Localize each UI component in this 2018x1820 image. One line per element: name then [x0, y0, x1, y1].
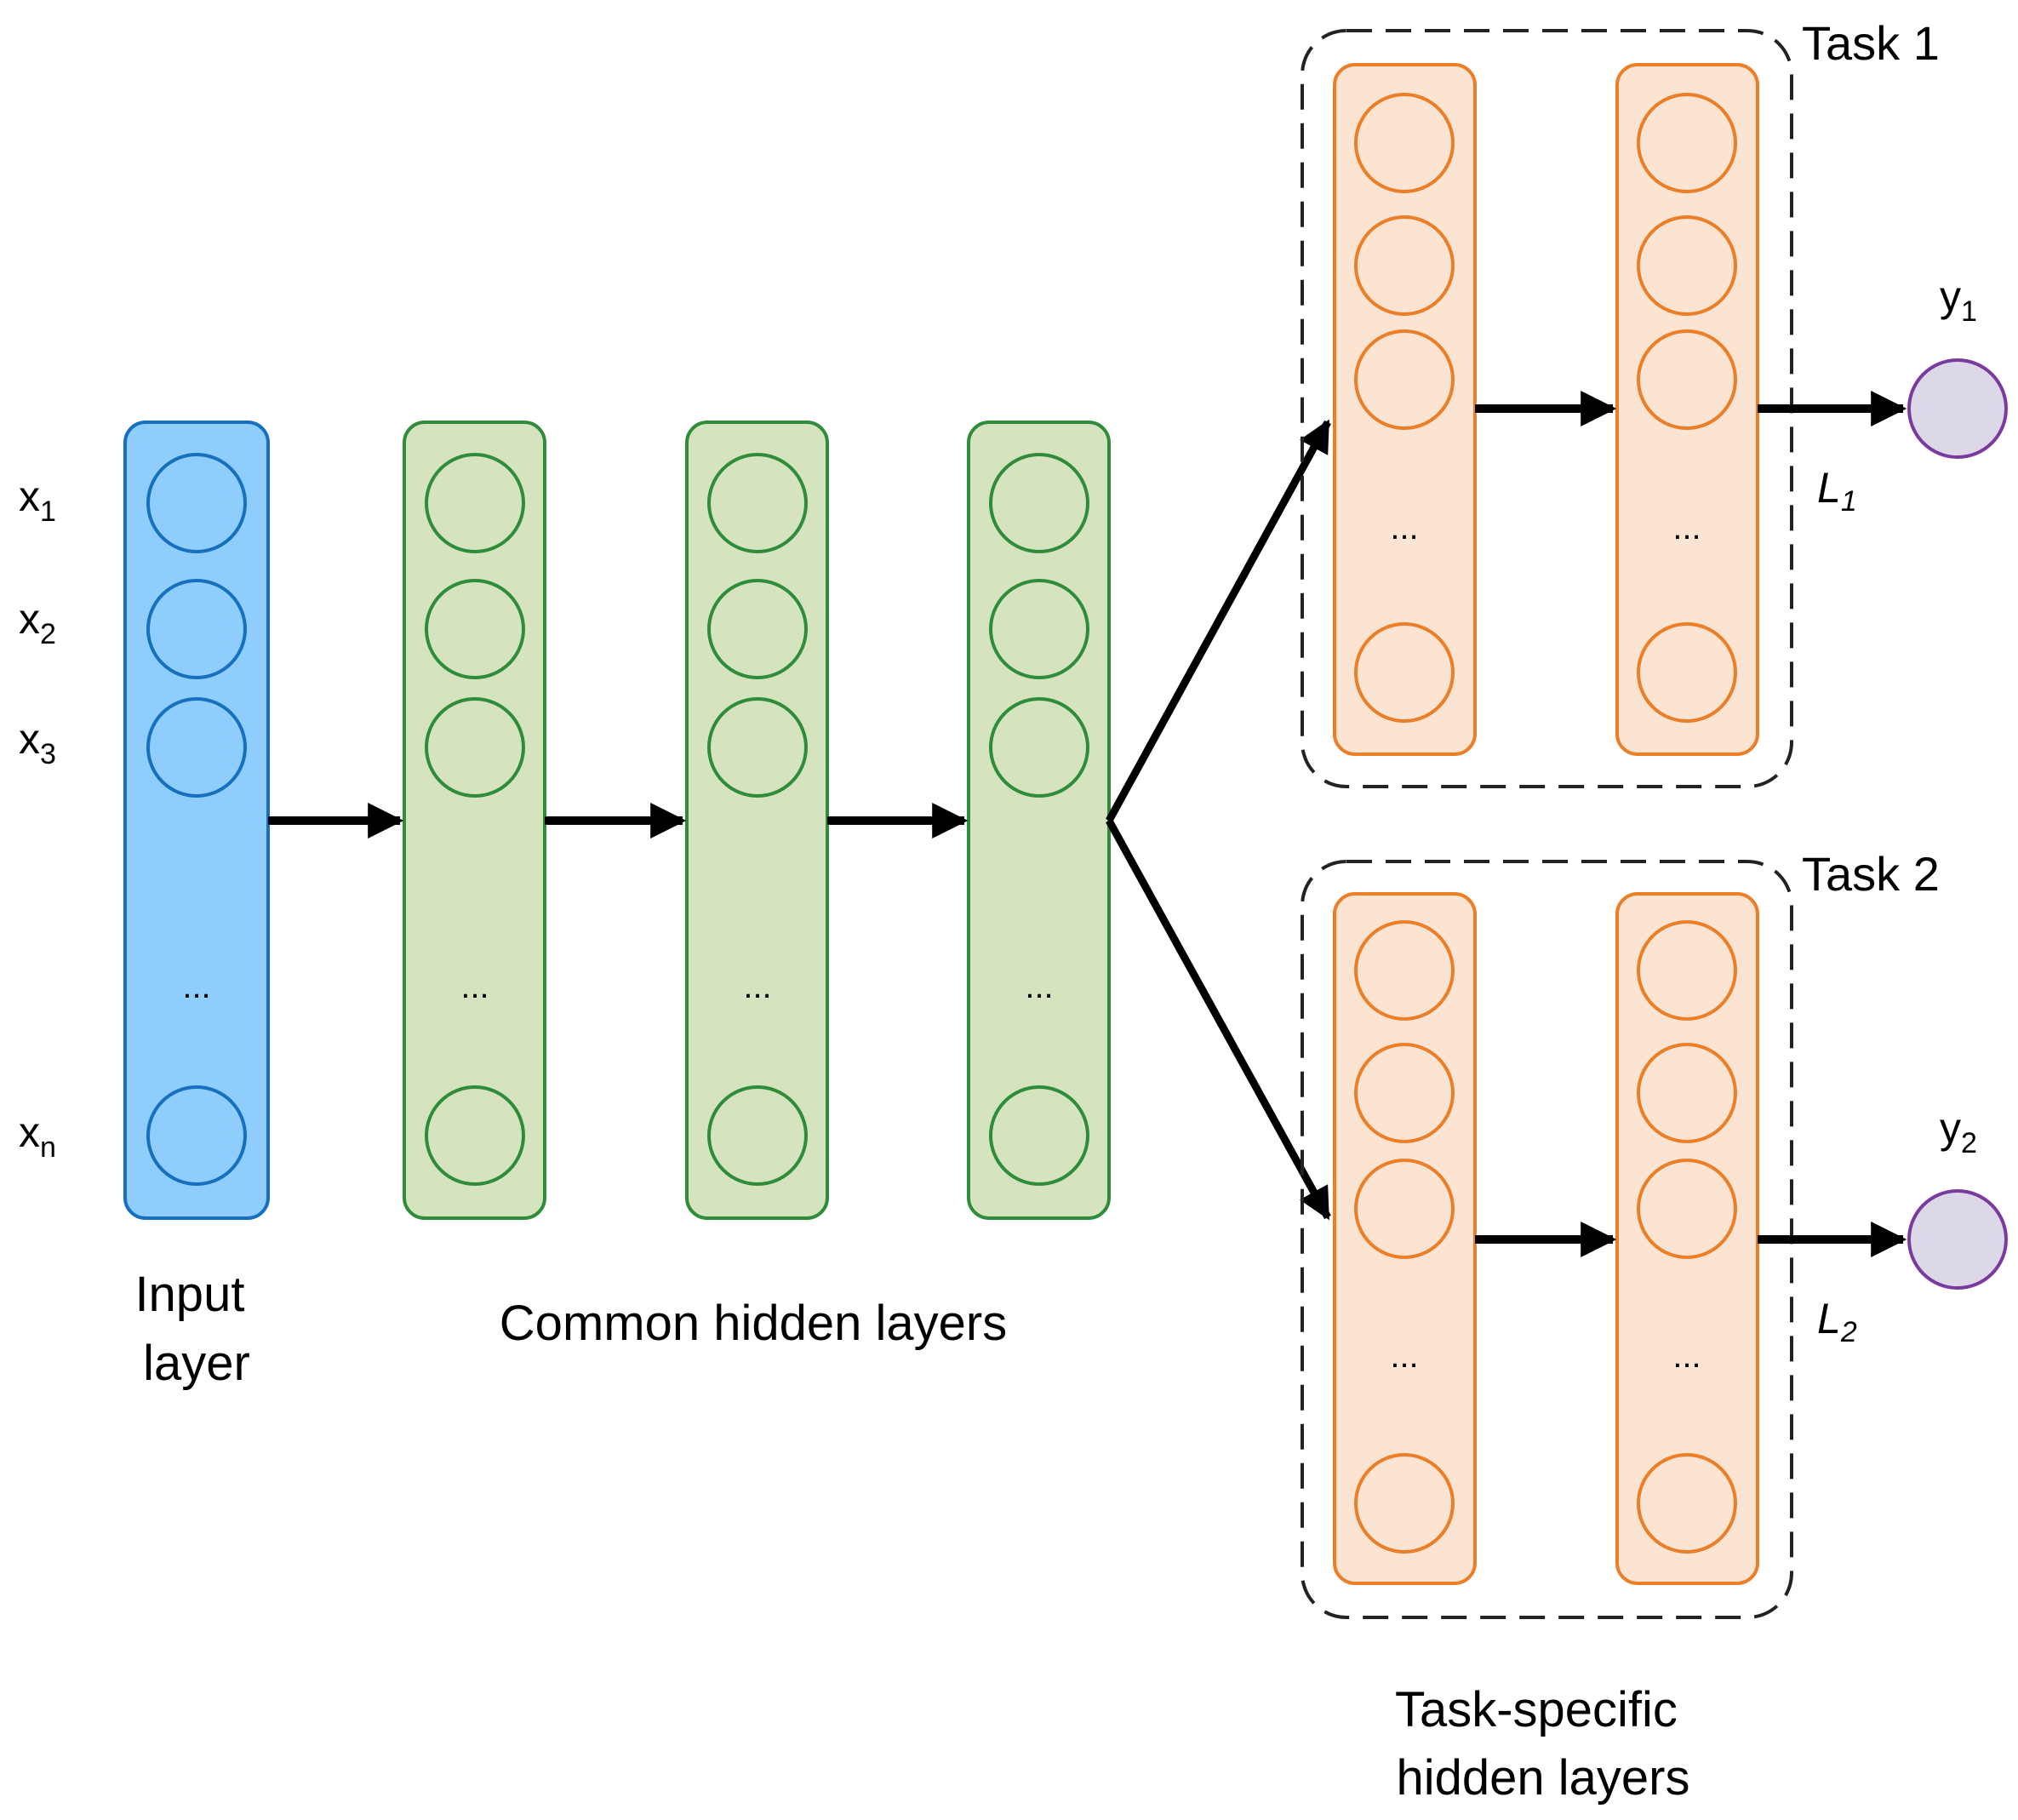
task-specific-caption-line2: hidden layers: [1397, 1750, 1690, 1806]
task-neuron: [1637, 1453, 1737, 1554]
task-2-title: Task 2: [1802, 847, 1940, 901]
task-neuron: [1637, 1159, 1737, 1259]
task-specific-caption: Task-specific hidden layers: [1395, 1682, 1691, 1806]
task-neuron: [1354, 329, 1455, 430]
task-neuron: [1354, 622, 1455, 723]
common-arrows: [268, 419, 1331, 1221]
task-neuron: [1354, 1453, 1455, 1554]
task-1-layer-1-box: [1333, 63, 1477, 756]
task-ellipsis: ...: [1672, 509, 1701, 547]
task-neuron: [1637, 329, 1737, 430]
task-neuron: [1637, 622, 1737, 723]
input-label-x1: x1: [19, 472, 56, 528]
input-label-xn: xn: [19, 1108, 56, 1164]
common-hidden-layer-1: ...: [403, 421, 546, 1220]
loss-label-1: L1: [1817, 464, 1857, 518]
output-node-2: [1907, 1189, 2008, 1290]
common-hidden-layer-3: ...: [967, 421, 1111, 1220]
output-node-1: [1907, 358, 2008, 459]
hidden-layer-box: [403, 421, 546, 1220]
common-hidden-caption: Common hidden layers: [500, 1296, 1007, 1351]
task-specific-caption-line1: Task-specific: [1395, 1682, 1678, 1737]
hidden-neuron: [989, 1085, 1089, 1186]
input-layer-caption-line2: layer: [143, 1336, 250, 1391]
input-neuron-2: [146, 579, 247, 679]
hidden-neuron: [707, 453, 808, 553]
task-ellipsis: ...: [1390, 1337, 1418, 1375]
arrow-hidden3-to-task1: [1106, 419, 1331, 823]
hidden-ellipsis: ...: [1025, 968, 1053, 1005]
output-label-y1: y1: [1940, 272, 1977, 328]
task-neuron: [1354, 1043, 1455, 1143]
input-neuron-n: [146, 1085, 247, 1186]
input-neuron-3: [146, 697, 247, 798]
input-label-x3: x3: [19, 715, 56, 770]
arrow-hidden3-to-task2: [1106, 818, 1331, 1221]
task-2-layer-1-box: [1333, 892, 1477, 1585]
task-neuron: [1354, 1159, 1455, 1259]
common-hidden-layer-2: ...: [685, 421, 829, 1220]
hidden-neuron: [425, 1085, 525, 1186]
task-neuron: [1637, 93, 1737, 193]
task-neuron: [1354, 920, 1455, 1021]
loss-label-2: L2: [1817, 1295, 1857, 1348]
task-1-layer-2-box: [1615, 63, 1759, 756]
task-neuron: [1354, 215, 1455, 316]
hidden-neuron: [425, 453, 525, 553]
input-layer-box: [123, 421, 270, 1220]
captions: Input layer Common hidden layers Task-sp…: [134, 1267, 1691, 1806]
task-neuron: [1637, 215, 1737, 316]
hidden-ellipsis: ...: [460, 968, 489, 1005]
hidden-neuron: [707, 579, 808, 679]
task-2-layer-2-box: [1615, 892, 1759, 1585]
input-layer: ...: [123, 421, 270, 1220]
hidden-neuron: [707, 697, 808, 798]
hidden-ellipsis: ...: [743, 968, 771, 1005]
input-layer-caption-line1: Input: [134, 1267, 244, 1322]
task-1-group: Task 1 ... ... L1 y1: [1301, 16, 2008, 788]
hidden-layer-box: [685, 421, 829, 1220]
hidden-neuron: [989, 453, 1089, 553]
hidden-neuron: [425, 697, 525, 798]
hidden-layer-box: [967, 421, 1111, 1220]
task-1-title: Task 1: [1802, 16, 1940, 70]
task-neuron: [1637, 1043, 1737, 1143]
input-layer-caption: Input layer: [134, 1267, 258, 1391]
task-ellipsis: ...: [1390, 509, 1418, 547]
task-2-group: Task 2 ... ... L2 y2: [1301, 847, 2008, 1619]
hidden-neuron: [707, 1085, 808, 1186]
hidden-neuron: [989, 697, 1089, 798]
task-neuron: [1354, 93, 1455, 193]
input-labels: x1 x2 x3 xn: [19, 472, 56, 1164]
input-label-x2: x2: [19, 595, 56, 650]
input-ellipsis: ...: [182, 968, 210, 1005]
output-label-y2: y2: [1940, 1104, 1977, 1159]
task-ellipsis: ...: [1672, 1337, 1701, 1375]
task-neuron: [1637, 920, 1737, 1021]
hidden-neuron: [425, 579, 525, 679]
hidden-neuron: [989, 579, 1089, 679]
input-neuron-1: [146, 453, 247, 553]
